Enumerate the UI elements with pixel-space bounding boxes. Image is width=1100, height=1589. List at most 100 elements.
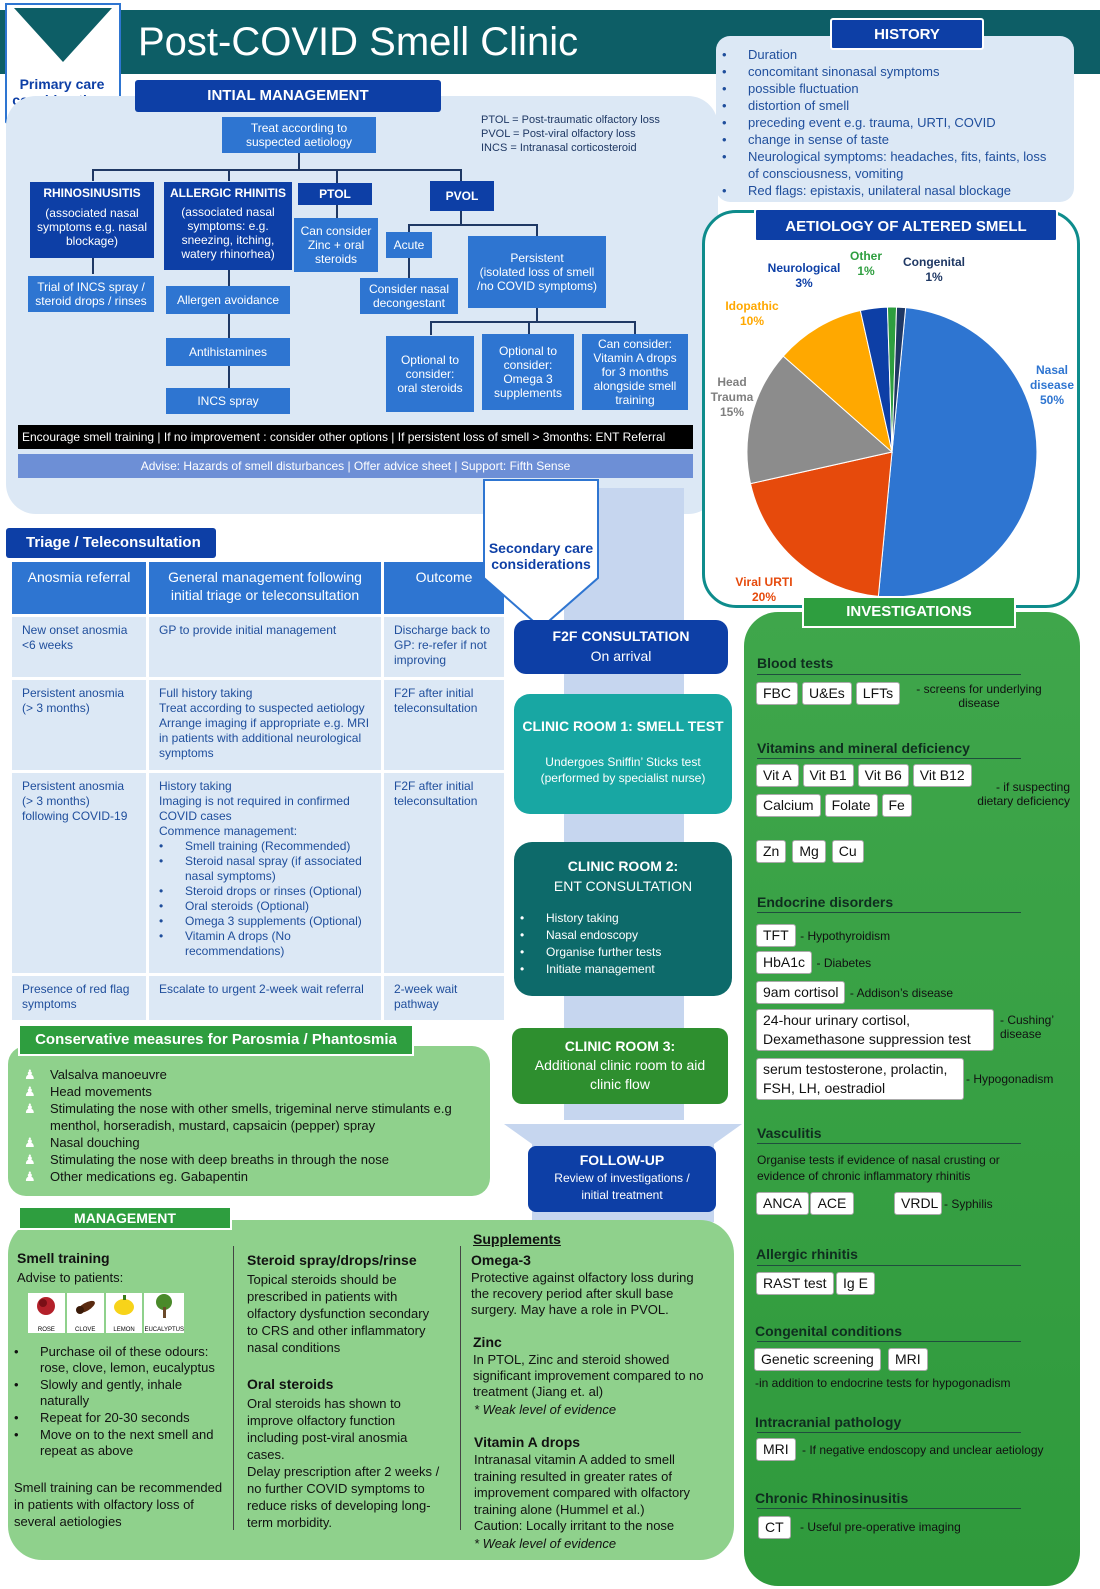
- blood-tests-heading: Blood tests: [757, 655, 834, 671]
- vitamin-a-evidence: * Weak level of evidence: [474, 1536, 617, 1551]
- option-oral-steroids: Optional to consider: oral steroids: [386, 336, 474, 412]
- room2-item: • Organise further tests: [520, 944, 732, 961]
- tag: HbA1c: [756, 951, 813, 974]
- congenital-heading: Congenital conditions: [755, 1323, 902, 1339]
- option-omega3: Optional to consider: Omega 3 supplement…: [482, 334, 574, 410]
- triage-col-header: General management following initial tri…: [149, 562, 381, 614]
- cortisol-row: 9am cortisol - Addison’s disease: [756, 981, 953, 1004]
- tag-note: - Diabetes: [816, 956, 872, 970]
- bullet-icon: •: [14, 1344, 19, 1359]
- divider: [757, 758, 1021, 759]
- triage-cell-text: Persistent anosmia (> 3 months) followin…: [22, 779, 128, 823]
- treat-box: Treat according to suspected aetiology: [222, 117, 376, 153]
- allergic-rhinitis-heading: ALLERGIC RHINITIS: [164, 182, 292, 204]
- omega3-heading: Omega-3: [471, 1252, 531, 1268]
- bullet-icon: •: [520, 945, 525, 959]
- hypogonadism-note: - Hypogonadism: [966, 1072, 1054, 1086]
- bullet-icon: •: [159, 929, 164, 943]
- connector: [336, 169, 338, 183]
- ace-tag: ACE: [810, 1192, 854, 1215]
- pie-slice-congenital: [891, 306, 907, 453]
- antihistamines-box: Antihistamines: [166, 338, 290, 366]
- odour-label: ROSE: [37, 1327, 55, 1333]
- triage-cell: F2F after initial teleconsultation: [384, 680, 504, 770]
- room2-sub: ENT CONSULTATION: [553, 878, 693, 894]
- tag: TFT: [756, 924, 796, 947]
- bullet-icon: •: [722, 64, 727, 79]
- thumb-icon: ♟: [24, 1067, 36, 1082]
- secondary-care-label: Secondary care considerations: [488, 540, 594, 572]
- room2-item: • History taking: [520, 910, 732, 927]
- connector: [460, 211, 462, 225]
- history-item: •Neurological symptoms: headaches, fits,…: [718, 148, 1068, 182]
- tag: LFTs: [855, 682, 901, 705]
- history-item-text: concomitant sinonasal symptoms: [748, 64, 940, 79]
- bullet-icon: •: [722, 115, 727, 130]
- ct-tag: CT: [758, 1516, 791, 1539]
- divider: [757, 1508, 1021, 1509]
- rhinosinusitis-heading: RHINOSINUSITIS: [30, 182, 154, 204]
- tag-note: - Hypothyroidism: [800, 929, 891, 943]
- tag: Cu: [831, 840, 864, 863]
- connector: [228, 366, 230, 388]
- tag-note: - Addison’s disease: [849, 986, 954, 1000]
- smell-item-text: Move on to the next smell and repeat as …: [40, 1427, 214, 1458]
- triage-cell-text: Presence of red flag symptoms: [22, 982, 130, 1011]
- f2f-sub: On arrival: [590, 648, 652, 664]
- pill-icon: ♟: [24, 1169, 36, 1184]
- room2-item-text: History taking: [546, 911, 619, 925]
- conservative-list: ♟Valsalva manoeuvre♟Head movements♟Stimu…: [24, 1066, 484, 1185]
- vasculitis-heading: Vasculitis: [757, 1125, 822, 1141]
- intracranial-heading: Intracranial pathology: [755, 1414, 902, 1430]
- conservative-item-text: Valsalva manoeuvre: [50, 1067, 167, 1082]
- connector: [298, 153, 300, 169]
- room2-item-text: Organise further tests: [546, 945, 662, 959]
- triage-cell: Discharge back to GP: re-refer if not im…: [384, 617, 504, 677]
- congenital-note: -in addition to endocrine tests for hypo…: [755, 1376, 1011, 1390]
- management-heading: MANAGEMENT: [18, 1206, 232, 1230]
- f2f-box: F2F CONSULTATION On arrival: [514, 620, 728, 674]
- odour-label: EUCALYPTUS: [144, 1327, 185, 1333]
- vrdl-tag: VRDL: [894, 1192, 942, 1215]
- history-item: •change in sense of taste: [718, 131, 1068, 148]
- triage-cell: New onset anosmia <6 weeks: [12, 617, 146, 677]
- triage-cell-text: GP to provide initial management: [159, 623, 337, 637]
- bullet-icon: •: [520, 962, 525, 976]
- smell-item: •Purchase oil of these odours: rose, clo…: [14, 1344, 226, 1376]
- allergic-heading: Allergic rhinitis: [756, 1246, 858, 1262]
- ct-note: - Useful pre-operative imaging: [800, 1520, 961, 1534]
- connector: [336, 205, 338, 219]
- clinic-room-3-box: CLINIC ROOM 3: Additional clinic room to…: [512, 1028, 728, 1104]
- bullet-icon: •: [14, 1427, 19, 1442]
- triage-cell: Persistent anosmia (> 3 months) followin…: [12, 773, 146, 973]
- testosterone-tag: serum testosterone, prolactin, FSH, LH, …: [756, 1058, 964, 1100]
- lungs-icon: ♟: [24, 1152, 36, 1167]
- ptol-heading: PTOL: [298, 183, 372, 205]
- bullet-icon: •: [722, 98, 727, 113]
- urinary-cortisol-tag: 24-hour urinary cortisol, Dexamethasone …: [756, 1009, 994, 1051]
- covid-bullet: •Steroid nasal spray (if associated nasa…: [159, 854, 371, 884]
- connector: [408, 258, 410, 278]
- head-icon: ♟: [24, 1084, 36, 1099]
- bullet-icon: •: [520, 911, 525, 925]
- covid-bullet: • Vitamin A drops (No recommendations): [159, 929, 371, 959]
- covid-bullet-text: Vitamin A drops (No recommendations): [185, 929, 291, 958]
- history-item-text: Neurological symptoms: headaches, fits, …: [748, 149, 1047, 181]
- tag: Zn: [756, 840, 787, 863]
- triage-col-header: Anosmia referral: [12, 562, 146, 614]
- intracranial-note: - If negative endoscopy and unclear aeti…: [802, 1443, 1044, 1457]
- smell-training-bar: Encourage smell training | If no improve…: [18, 425, 693, 449]
- covid-bullet-text: Steroid nasal spray (if associated nasal…: [185, 854, 362, 883]
- history-panel: [716, 36, 1074, 202]
- zinc-heading: Zinc: [473, 1334, 502, 1350]
- bullet-icon: •: [159, 899, 164, 913]
- room2-item-text: Nasal endoscopy: [546, 928, 639, 942]
- covid-bullet: •Oral steroids (Optional): [159, 899, 371, 914]
- room3-sub: Additional clinic room to aid clinic flo…: [534, 1057, 706, 1092]
- bullet-icon: •: [722, 132, 727, 147]
- anca-tag: ANCA: [756, 1192, 809, 1215]
- triage-cell: F2F after initial teleconsultation: [384, 773, 504, 973]
- advise-bar: Advise: Hazards of smell disturbances | …: [18, 454, 693, 478]
- conservative-item: ♟Other medications eg. Gabapentin: [24, 1168, 484, 1185]
